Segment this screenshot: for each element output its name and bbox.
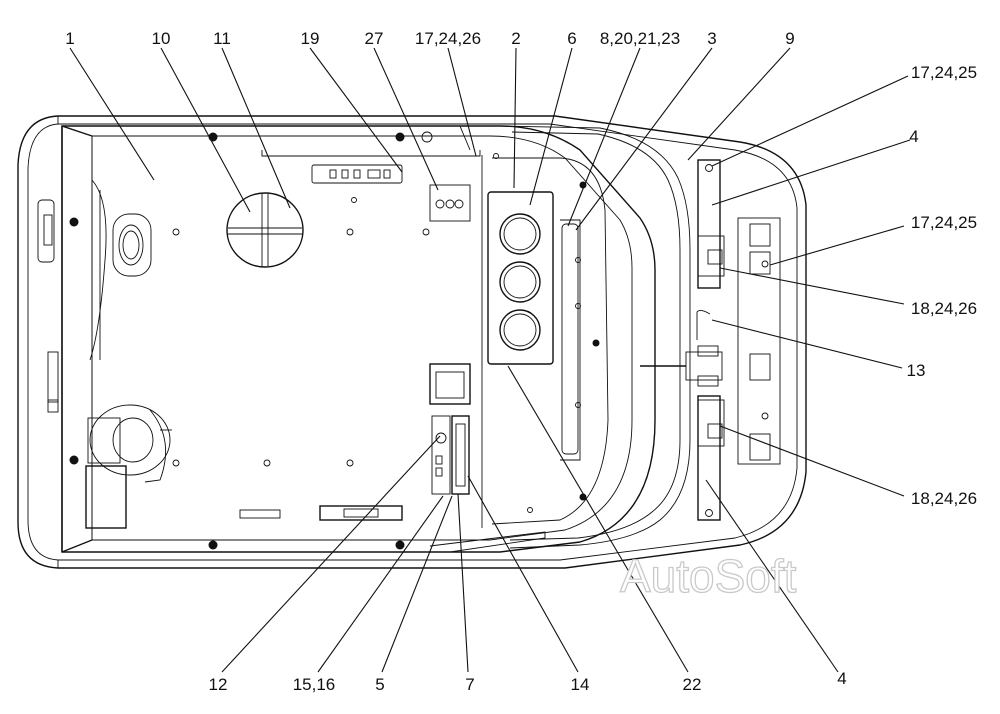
door-latch <box>640 309 723 387</box>
callout-4-top: 4 <box>909 127 918 146</box>
callout-1: 1 <box>65 29 74 48</box>
callout-19: 19 <box>301 29 320 48</box>
callout-12: 12 <box>209 675 228 694</box>
callout-4-bottom: 4 <box>837 669 846 688</box>
hinge-bracket-top <box>697 159 725 289</box>
callout-17-24-25-top: 17,24,25 <box>911 63 977 82</box>
callout-2: 2 <box>511 29 520 48</box>
callout-27: 27 <box>365 29 384 48</box>
callout-22: 22 <box>683 675 702 694</box>
callout-15-16: 15,16 <box>293 675 336 694</box>
door-outline <box>491 125 691 549</box>
watermark: AutoSoft <box>620 550 797 602</box>
hinge-plate <box>737 217 781 465</box>
callout-labels: 1 10 11 19 27 17,24,26 2 6 8,20,21,23 3 … <box>65 29 977 694</box>
callout-7: 7 <box>465 675 474 694</box>
vent-grille-2 <box>499 261 541 303</box>
speaker-top <box>112 213 152 277</box>
callout-18-24-26-bottom: 18,24,26 <box>911 489 977 508</box>
housing-outline <box>17 115 807 569</box>
bottom-bars <box>239 505 403 521</box>
fasteners <box>69 131 600 550</box>
callout-8-20-21-23: 8,20,21,23 <box>600 29 680 48</box>
leader-lines <box>69 47 911 673</box>
main-panel <box>61 125 656 553</box>
callout-5: 5 <box>375 675 384 694</box>
callout-6: 6 <box>567 29 576 48</box>
callout-18-24-26-top: 18,24,26 <box>911 299 977 318</box>
callout-17-24-26: 17,24,26 <box>415 29 481 48</box>
gauge-panel <box>431 415 470 495</box>
callout-3: 3 <box>707 29 716 48</box>
hinge-bracket-bottom <box>697 395 725 521</box>
vent-grille-1 <box>499 213 541 255</box>
callout-17-24-25-middle: 17,24,25 <box>911 213 977 232</box>
plate-27 <box>429 184 471 222</box>
callout-9: 9 <box>785 29 794 48</box>
callout-10: 10 <box>152 29 171 48</box>
left-side-hardware <box>37 179 107 413</box>
blower-assembly <box>85 404 172 529</box>
duct-opening <box>226 192 304 268</box>
vent-grille-3 <box>499 309 541 351</box>
callout-14: 14 <box>571 675 590 694</box>
vent-panel <box>487 191 554 365</box>
callout-11: 11 <box>213 29 231 48</box>
switch-block <box>429 363 471 405</box>
callout-13: 13 <box>907 361 926 380</box>
control-strip <box>311 164 403 184</box>
